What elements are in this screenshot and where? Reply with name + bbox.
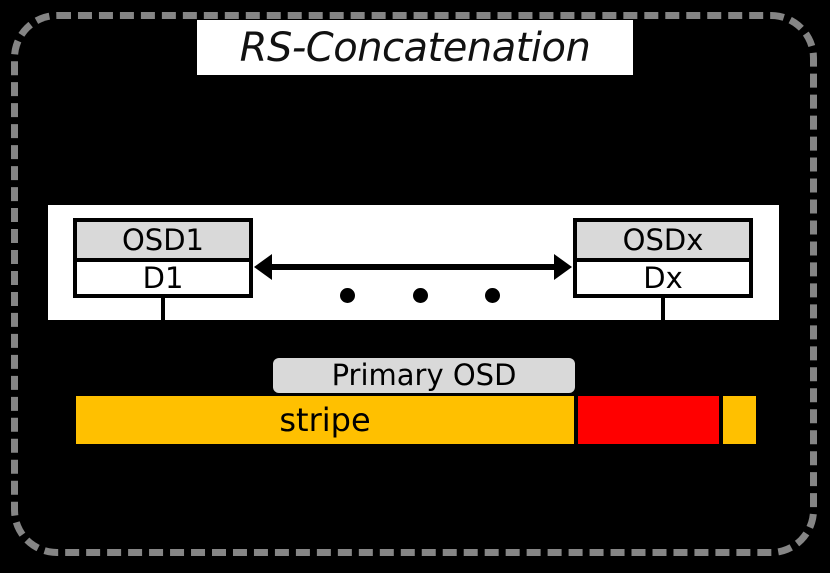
osd-node-1: OSD1 D1 xyxy=(73,218,253,298)
stripe-label: stripe xyxy=(279,401,371,439)
ellipsis-dot-icon xyxy=(340,287,355,303)
stripe-parity-segment xyxy=(578,396,719,444)
osd-node-x-connector-stub xyxy=(661,297,665,320)
osd-node-1-connector-stub xyxy=(161,297,165,320)
primary-osd-label: Primary OSD xyxy=(331,358,517,392)
ellipsis-dot-icon xyxy=(485,287,500,303)
ellipsis-dot-icon xyxy=(412,287,428,303)
page-title: RS-Concatenation xyxy=(239,24,591,71)
stripe-data-segment: stripe xyxy=(76,396,574,444)
osd-node-x-body: Dx xyxy=(577,262,749,294)
osd-node-1-body: D1 xyxy=(77,262,249,294)
bidirectional-arrow-line xyxy=(268,264,558,270)
osd-node-x-header-label: OSDx xyxy=(622,222,704,257)
osd-node-x: OSDx Dx xyxy=(573,218,753,298)
arrow-head-right-icon xyxy=(554,254,572,280)
rs-concatenation-group-border xyxy=(11,12,817,556)
osd-node-x-body-label: Dx xyxy=(643,260,683,295)
osd-node-1-header-label: OSD1 xyxy=(121,222,204,257)
primary-osd-chip: Primary OSD xyxy=(273,358,575,393)
stripe-bar: stripe xyxy=(76,396,756,444)
osd-node-x-header: OSDx xyxy=(577,222,749,262)
osd-node-1-header: OSD1 xyxy=(77,222,249,262)
arrow-head-left-icon xyxy=(254,254,272,280)
osd-node-1-body-label: D1 xyxy=(142,260,184,295)
ellipsis-dots xyxy=(340,285,500,305)
diagram-title-chip: RS-Concatenation xyxy=(197,20,633,75)
stripe-tail-segment xyxy=(723,396,756,444)
